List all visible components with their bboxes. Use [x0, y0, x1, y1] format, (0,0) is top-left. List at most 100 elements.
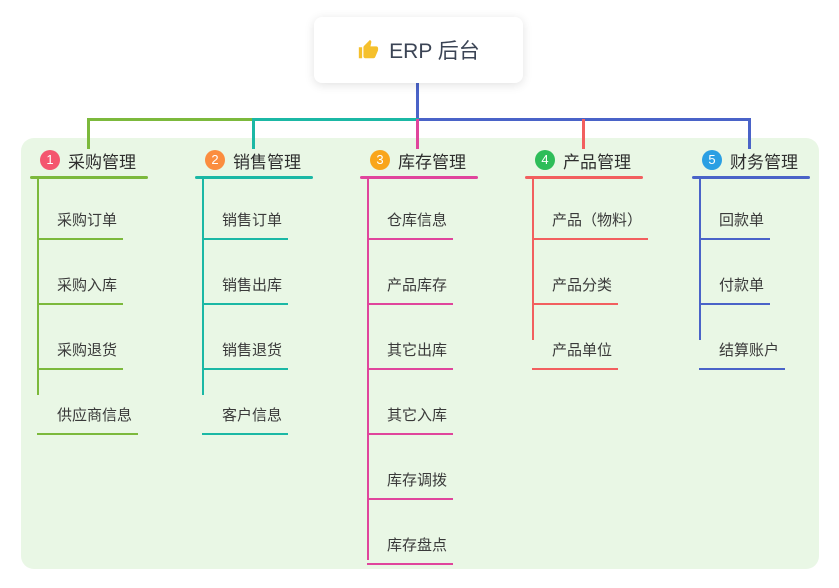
leaf-node[interactable]: 库存盘点 — [367, 500, 454, 565]
leaf-node[interactable]: 结算账户 — [699, 305, 786, 370]
branch-header-purchase[interactable]: 1 采购管理 — [40, 148, 136, 172]
leaf-label: 产品分类 — [552, 277, 613, 294]
leaf-label: 产品库存 — [387, 277, 448, 294]
root-node[interactable]: ERP 后台 — [314, 17, 523, 83]
branch-leaves-finance: 回款单 付款单 结算账户 — [699, 179, 786, 370]
leaf-underline — [367, 368, 454, 370]
branch-label: 销售管理 — [233, 152, 301, 172]
leaf-underline — [532, 368, 619, 370]
badge-1: 1 — [40, 150, 60, 170]
leaf-node[interactable]: 供应商信息 — [37, 370, 139, 435]
branch-header-finance[interactable]: 5 财务管理 — [702, 148, 798, 172]
leaf-underline — [202, 303, 289, 305]
leaf-node[interactable]: 产品分类 — [532, 240, 619, 305]
leaf-underline — [367, 563, 454, 565]
leaf-node[interactable]: 产品（物料） — [532, 179, 649, 240]
branch-underline — [525, 176, 643, 179]
connector-root-stem — [416, 82, 419, 121]
leaf-node[interactable]: 仓库信息 — [367, 179, 454, 240]
connector-drop-product — [582, 119, 585, 149]
badge-4: 4 — [535, 150, 555, 170]
branch-label: 库存管理 — [398, 152, 466, 172]
leaf-underline — [37, 238, 124, 240]
leaf-label: 其它出库 — [387, 342, 448, 359]
leaf-label: 库存调拨 — [387, 472, 448, 489]
leaf-underline — [37, 433, 139, 435]
leaf-underline — [532, 238, 649, 240]
badge-3: 3 — [370, 150, 390, 170]
connector-drop-purchase — [87, 119, 90, 149]
leaf-node[interactable]: 产品库存 — [367, 240, 454, 305]
leaf-underline — [202, 368, 289, 370]
leaf-underline — [699, 303, 771, 305]
leaf-underline — [202, 433, 289, 435]
leaf-label: 产品单位 — [552, 342, 613, 359]
leaf-node[interactable]: 出库库明细 — [367, 565, 468, 588]
leaf-node[interactable]: 采购退货 — [37, 305, 124, 370]
leaf-label: 供应商信息 — [57, 407, 133, 424]
branch-leaves-purchase: 采购订单 采购入库 采购退货 供应商信息 — [37, 179, 139, 435]
leaf-label: 销售退货 — [222, 342, 283, 359]
leaf-node[interactable]: 客户信息 — [202, 370, 289, 435]
branch-spine — [202, 179, 204, 395]
thumbs-up-icon — [357, 39, 379, 61]
branch-underline — [360, 176, 478, 179]
leaf-label: 回款单 — [719, 212, 765, 229]
leaf-label: 结算账户 — [719, 342, 780, 359]
leaf-node[interactable]: 销售订单 — [202, 179, 289, 240]
leaf-label: 采购退货 — [57, 342, 118, 359]
badge-2: 2 — [205, 150, 225, 170]
leaf-node[interactable]: 库存调拨 — [367, 435, 454, 500]
branch-underline — [195, 176, 313, 179]
branch-label: 产品管理 — [563, 152, 631, 172]
branch-header-inventory[interactable]: 3 库存管理 — [370, 148, 466, 172]
leaf-node[interactable]: 其它入库 — [367, 370, 454, 435]
leaf-label: 库存盘点 — [387, 537, 448, 554]
leaf-underline — [37, 303, 124, 305]
leaf-label: 仓库信息 — [387, 212, 448, 229]
leaf-underline — [37, 368, 124, 370]
leaf-node[interactable]: 其它出库 — [367, 305, 454, 370]
leaf-node[interactable]: 回款单 — [699, 179, 771, 240]
leaf-label: 销售出库 — [222, 277, 283, 294]
leaf-underline — [202, 238, 289, 240]
root-title: ERP 后台 — [389, 40, 480, 63]
branch-leaves-product: 产品（物料） 产品分类 产品单位 — [532, 179, 649, 370]
leaf-underline — [367, 238, 454, 240]
badge-5: 5 — [702, 150, 722, 170]
connector-drop-finance — [748, 119, 751, 149]
leaf-node[interactable]: 产品单位 — [532, 305, 619, 370]
branch-spine — [699, 179, 701, 340]
leaf-node[interactable]: 销售出库 — [202, 240, 289, 305]
leaf-underline — [699, 238, 771, 240]
branch-leaves-inventory: 仓库信息 产品库存 其它出库 其它入库 库存调拨 库存盘点 出库库明细 — [367, 179, 468, 588]
leaf-label: 付款单 — [719, 277, 765, 294]
branch-underline — [692, 176, 810, 179]
leaf-label: 采购入库 — [57, 277, 118, 294]
leaf-label: 产品（物料） — [552, 212, 643, 229]
connector-drop-sales — [252, 119, 255, 149]
leaf-node[interactable]: 采购入库 — [37, 240, 124, 305]
leaf-node[interactable]: 付款单 — [699, 240, 771, 305]
leaf-underline — [532, 303, 619, 305]
branch-header-sales[interactable]: 2 销售管理 — [205, 148, 301, 172]
branch-spine — [37, 179, 39, 395]
leaf-underline — [367, 303, 454, 305]
branches-panel — [21, 138, 819, 569]
branch-label: 采购管理 — [68, 152, 136, 172]
connector-drop-inventory — [416, 119, 419, 149]
leaf-label: 采购订单 — [57, 212, 118, 229]
leaf-underline — [367, 498, 454, 500]
leaf-node[interactable]: 采购订单 — [37, 179, 124, 240]
leaf-node[interactable]: 销售退货 — [202, 305, 289, 370]
leaf-underline — [367, 433, 454, 435]
leaf-label: 销售订单 — [222, 212, 283, 229]
connector-bus-segment — [87, 118, 252, 121]
connector-bus-segment — [252, 118, 419, 121]
branch-spine — [532, 179, 534, 340]
connector-bus-segment — [419, 118, 751, 121]
leaf-label: 其它入库 — [387, 407, 448, 424]
branch-header-product[interactable]: 4 产品管理 — [535, 148, 631, 172]
branch-label: 财务管理 — [730, 152, 798, 172]
